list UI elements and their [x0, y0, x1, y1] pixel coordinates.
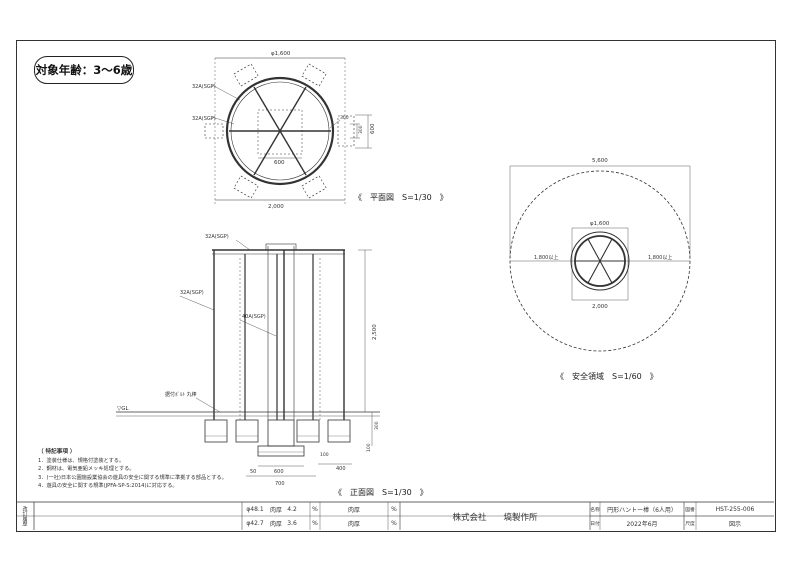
plan-label-pipe-1: 32A(SGP) [192, 84, 216, 90]
front-label-top: 32A(SGP) [205, 234, 229, 240]
scale-label: 尺度 [685, 521, 695, 527]
spec-r2-pipe: φ42.7 [246, 519, 264, 527]
plan-dim-diameter: φ1,600 [271, 51, 291, 57]
spec-r1-wall: 4.2 [287, 505, 297, 513]
front-dim-d2: 100 [366, 443, 372, 452]
safety-dim-left: 1,800以上 [534, 254, 558, 261]
spec-r1-unit-2: % [391, 505, 397, 513]
plan-label-pipe-2: 32A(SGP) [192, 116, 216, 122]
safety-dim-outer: 5,600 [592, 158, 608, 164]
drawing-sheet [16, 40, 776, 532]
front-label-mid: 40A(SGP) [242, 314, 266, 320]
drawing-number: HST-255-006 [715, 505, 755, 513]
date-label: 日付 [590, 521, 600, 527]
spec-r2-unit: % [312, 519, 318, 527]
company-name: 株式会社 塙製作所 [452, 512, 538, 523]
front-dim-b600: 600 [274, 469, 284, 475]
front-dim-height: 2,500 [372, 324, 378, 340]
drawing-date: 2022年6月 [626, 520, 658, 528]
spec-r2-wall-label-2: 肉厚 [347, 520, 360, 528]
drawing-scale: 図示 [728, 520, 741, 528]
front-ground-level: ▽GL [117, 406, 129, 412]
notes-heading: （ 特記事項 ） [38, 449, 76, 455]
front-label-base: 据付ﾎﾞﾙﾄ 丸棒 [165, 391, 197, 398]
front-dim-d1: 300 [374, 421, 380, 430]
spec-r2-wall: 3.6 [287, 519, 297, 527]
spec-r1-unit: % [312, 505, 318, 513]
note-item: 1．塗装仕様は、規格付塗装とする。 [38, 457, 125, 464]
note-item: 3．(一社)日本公園施設業協会の遊具の安全に関する規準に準拠する部品とする。 [38, 474, 227, 481]
target-age-badge: 対象年齢：3～6歳 [34, 56, 134, 84]
plan-dim-small: 300 [358, 125, 364, 134]
spec-r1-pipe: φ48.1 [246, 505, 264, 513]
spec-r1-wall-label: 肉厚 [269, 506, 282, 514]
product-name: 円形ハントー棒（6人用） [607, 506, 677, 514]
safety-dim-right: 1,800以上 [648, 254, 672, 261]
title-block [16, 501, 774, 530]
plan-dim-tab: 300 [340, 115, 349, 121]
front-dim-b700: 700 [275, 481, 285, 487]
plan-dim-inner: 600 [274, 160, 285, 166]
plan-dim-side: 600 [370, 123, 376, 134]
safety-caption: 《 安全領域 S=1/60 》 [556, 372, 658, 381]
plan-dim-bottom: 2,000 [268, 204, 284, 210]
revision-history-label: 改訂履歴 [21, 506, 28, 526]
spec-r2-unit-2: % [391, 519, 397, 527]
special-notes: （ 特記事項 ） 1．塗装仕様は、規格付塗装とする。 2．鋼材は、電気亜鉛メッキ… [38, 448, 227, 491]
spec-r2-wall-label: 肉厚 [269, 520, 282, 528]
safety-dim-diameter: φ1,600 [590, 221, 610, 227]
name-label: 名称 [590, 507, 600, 513]
safety-area-view [509, 165, 691, 352]
safety-dim-bottom: 2,000 [592, 304, 608, 310]
plan-view [204, 57, 372, 205]
spec-r1-wall-label-2: 肉厚 [347, 506, 360, 514]
front-dim-b50: 50 [250, 469, 256, 475]
front-dim-b100: 100 [320, 452, 329, 458]
front-caption: 《 正面図 S=1/30 》 [334, 488, 428, 497]
note-item: 4．遊具の安全に関する規準(JPFA-SP-S:2014)に対応する。 [38, 483, 178, 490]
front-dim-b400: 400 [336, 466, 346, 472]
number-label: 図番 [685, 507, 695, 513]
front-view [116, 239, 380, 477]
plan-caption: 《 平面図 S=1/30 》 [354, 193, 448, 202]
front-label-left: 32A(SGP) [180, 290, 204, 296]
note-item: 2．鋼材は、電気亜鉛メッキ処理とする。 [38, 466, 135, 473]
